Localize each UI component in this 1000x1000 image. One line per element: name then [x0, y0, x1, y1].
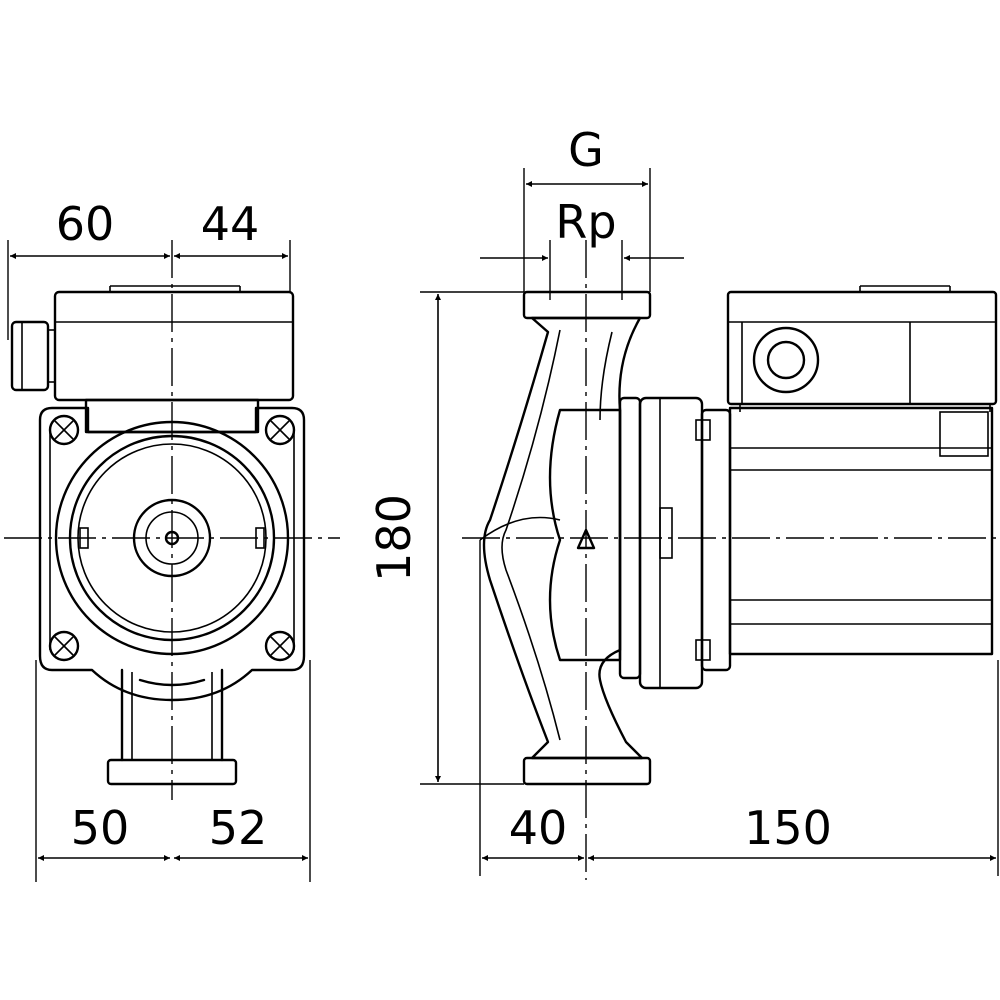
dim-height: 180 [367, 291, 524, 785]
dim-label-60: 60 [56, 197, 115, 251]
dim-label-150: 150 [744, 801, 832, 855]
dim-label-50: 50 [71, 801, 130, 855]
bolt-icon [264, 414, 296, 446]
cable-entry-side [752, 326, 820, 394]
lower-flange-side [522, 756, 652, 786]
terminal-box-side [726, 290, 998, 406]
dim-label-180: 180 [367, 494, 421, 582]
motor-body-side [728, 406, 994, 656]
dim-label-52: 52 [209, 801, 268, 855]
side-view [462, 240, 998, 880]
dim-label-40: 40 [509, 801, 568, 855]
dim-side-bottom: 40 150 [479, 540, 999, 876]
dim-label-g: G [568, 123, 604, 177]
dim-front-top: 60 44 [7, 197, 291, 340]
terminal-box-front [53, 290, 295, 402]
cable-gland [10, 320, 50, 392]
dim-label-rp: Rp [555, 195, 616, 249]
dim-label-44: 44 [201, 197, 260, 251]
pump-housing-front [38, 406, 306, 702]
bolt-icon [264, 630, 296, 662]
upper-flange-side [522, 290, 652, 320]
dim-front-bottom: 50 52 [35, 660, 311, 882]
motor-flange-side [638, 396, 704, 690]
dim-thread: G Rp [480, 123, 684, 300]
bolt-icon [48, 630, 80, 662]
front-view [4, 240, 340, 800]
pipe-stub-front [120, 668, 224, 762]
bolt-icon [48, 414, 80, 446]
